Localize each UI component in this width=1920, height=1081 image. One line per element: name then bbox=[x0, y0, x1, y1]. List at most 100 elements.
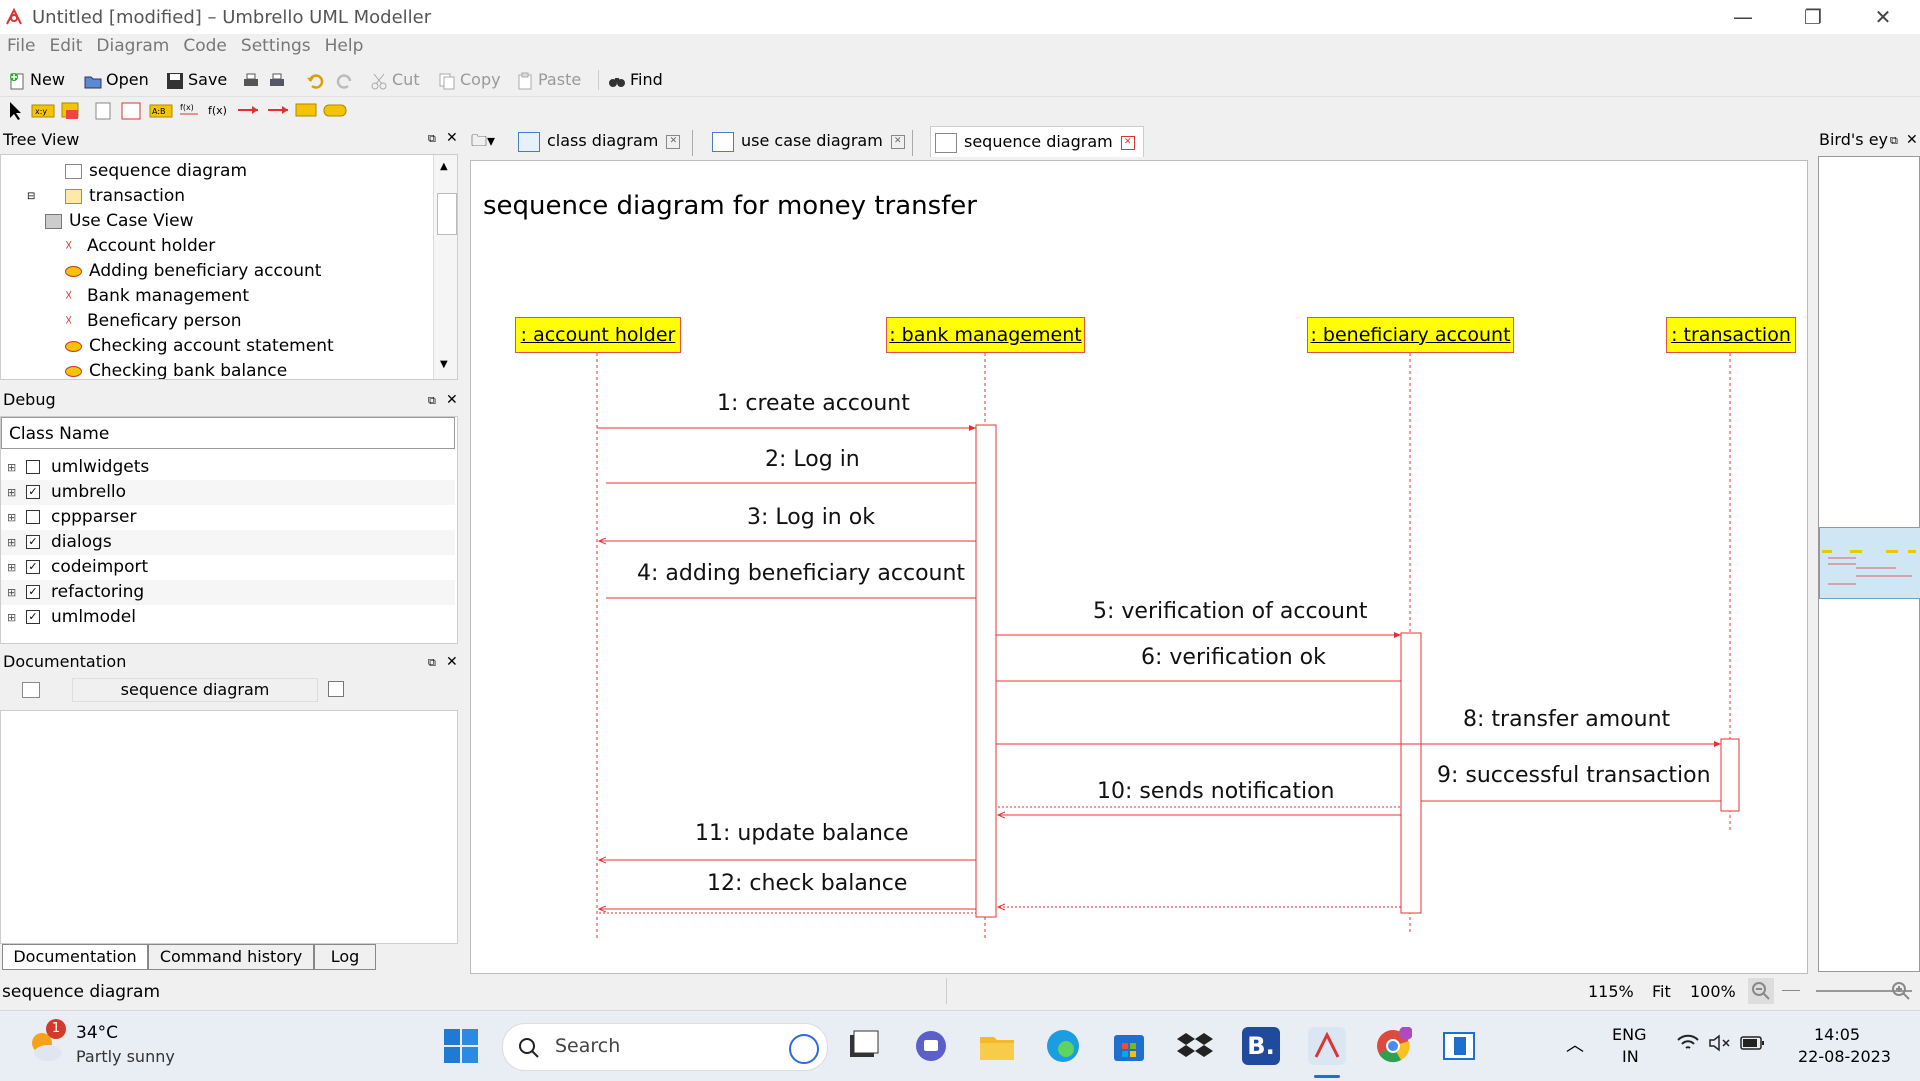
menu-edit[interactable]: Edit bbox=[49, 36, 83, 56]
zoom-100-button[interactable]: 100% bbox=[1690, 982, 1736, 1001]
debug-item[interactable]: ⊞cppparser bbox=[1, 505, 455, 530]
birds-eye-close-icon[interactable]: ✕ bbox=[1906, 132, 1918, 148]
restore-button[interactable]: ❐ bbox=[1804, 5, 1822, 29]
diagram-canvas[interactable]: sequence diagram for money transfer : ac… bbox=[470, 160, 1808, 974]
print-preview-button[interactable] bbox=[268, 68, 290, 92]
documentation-checkbox[interactable] bbox=[328, 681, 344, 697]
close-button[interactable]: ✕ bbox=[1874, 5, 1892, 29]
debug-item[interactable]: ⊞umlwidgets bbox=[1, 455, 455, 480]
tab-use-case-diagram[interactable]: use case diagram✕ bbox=[712, 126, 908, 156]
debug-close-icon[interactable]: ✕ bbox=[446, 392, 458, 408]
debug-item[interactable]: ⊞✓dialogs bbox=[1, 530, 455, 555]
message-label-2[interactable]: 2: Log in bbox=[765, 447, 860, 472]
message-label-3[interactable]: 3: Log in ok bbox=[747, 505, 875, 530]
paste-button[interactable]: Paste bbox=[516, 68, 581, 92]
zoom-out-button[interactable] bbox=[1748, 978, 1774, 1004]
close-tab-icon[interactable]: ✕ bbox=[1120, 135, 1135, 150]
object-transaction[interactable]: : transaction bbox=[1666, 317, 1796, 353]
tree-item-account-holder[interactable]: ☓Account holder bbox=[65, 234, 215, 258]
start-button[interactable] bbox=[442, 1027, 480, 1065]
cut-button[interactable]: Cut bbox=[370, 68, 420, 92]
debug-checkbox[interactable]: ✓ bbox=[26, 535, 40, 549]
expand-icon[interactable]: ⊞ bbox=[7, 511, 17, 524]
wifi-icon[interactable] bbox=[1676, 1033, 1700, 1057]
tab-sequence-diagram[interactable]: sequence diagram✕ bbox=[930, 126, 1144, 157]
tree-item-use-case-view[interactable]: Use Case View bbox=[45, 209, 194, 233]
class-name-header[interactable]: Class Name bbox=[1, 417, 455, 449]
menu-file[interactable]: File bbox=[7, 36, 36, 56]
tab-log[interactable]: Log bbox=[314, 944, 376, 970]
expand-icon[interactable]: ⊞ bbox=[7, 486, 17, 499]
bing-icon[interactable] bbox=[789, 1034, 819, 1064]
print-button[interactable] bbox=[242, 68, 264, 92]
find-button[interactable]: Find bbox=[608, 68, 663, 92]
new-diagram-tab-button[interactable]: 🗀▾ bbox=[468, 126, 498, 156]
debug-checkbox[interactable]: ✓ bbox=[26, 585, 40, 599]
message-label-9[interactable]: 9: successful transaction bbox=[1437, 763, 1711, 788]
expand-icon[interactable]: ⊞ bbox=[7, 586, 17, 599]
expand-icon[interactable]: ⊞ bbox=[7, 536, 17, 549]
debug-checkbox[interactable]: ✓ bbox=[26, 610, 40, 624]
umbrello-taskbar-icon[interactable] bbox=[1308, 1027, 1346, 1065]
message-label-8[interactable]: 8: transfer amount bbox=[1463, 707, 1671, 732]
message-label-4[interactable]: 4: adding beneficiary account bbox=[637, 561, 966, 586]
birds-eye-view[interactable] bbox=[1818, 156, 1920, 972]
close-tab-icon[interactable]: ✕ bbox=[890, 134, 905, 149]
zoom-slider[interactable] bbox=[1816, 990, 1912, 992]
clock-date[interactable]: 22-08-2023 bbox=[1798, 1047, 1891, 1066]
copy-button[interactable]: Copy bbox=[438, 68, 501, 92]
debug-checkbox[interactable]: ✓ bbox=[26, 485, 40, 499]
debug-item[interactable]: ⊞✓umbrello bbox=[1, 480, 455, 505]
debug-float-icon[interactable]: ⧉ bbox=[428, 394, 436, 407]
open-button[interactable]: Open bbox=[84, 68, 149, 92]
birds-eye-viewport[interactable] bbox=[1819, 527, 1920, 599]
message-label-11[interactable]: 11: update balance bbox=[695, 821, 909, 846]
debug-checkbox[interactable]: ✓ bbox=[26, 560, 40, 574]
minimize-button[interactable]: — bbox=[1733, 5, 1753, 29]
weather-icon[interactable] bbox=[26, 1025, 66, 1065]
chrome-icon[interactable] bbox=[1374, 1026, 1413, 1065]
debug-checkbox[interactable] bbox=[26, 510, 40, 524]
microsoft-store-icon[interactable] bbox=[1110, 1027, 1148, 1065]
menu-diagram[interactable]: Diagram bbox=[96, 36, 170, 56]
undo-button[interactable] bbox=[306, 68, 328, 92]
tree-view-close-icon[interactable]: ✕ bbox=[446, 130, 458, 146]
bbedit-icon[interactable]: B. bbox=[1242, 1027, 1280, 1065]
volume-muted-icon[interactable] bbox=[1708, 1033, 1732, 1057]
search-box[interactable]: Search bbox=[502, 1023, 828, 1071]
zoom-in-button[interactable] bbox=[1888, 978, 1914, 1004]
tree-item-checking-account-statement[interactable]: Checking account statement bbox=[65, 334, 334, 358]
close-tab-icon[interactable]: ✕ bbox=[666, 134, 681, 149]
dropbox-icon[interactable] bbox=[1176, 1027, 1214, 1065]
expand-icon[interactable]: ⊞ bbox=[7, 461, 17, 474]
teams-chat-icon[interactable] bbox=[912, 1027, 950, 1065]
tab-documentation[interactable]: Documentation bbox=[2, 944, 148, 970]
object-beneficiary-account[interactable]: : beneficiary account bbox=[1307, 317, 1514, 353]
menu-help[interactable]: Help bbox=[324, 36, 364, 56]
new-button[interactable]: New bbox=[8, 68, 65, 92]
documentation-textarea[interactable] bbox=[0, 710, 458, 944]
documentation-float-icon[interactable]: ⧉ bbox=[428, 656, 436, 669]
scroll-down-icon[interactable]: ▼ bbox=[440, 359, 448, 370]
expand-icon[interactable]: ⊞ bbox=[7, 611, 17, 624]
debug-item[interactable]: ⊞✓umlmodel bbox=[1, 605, 455, 630]
tab-command-history[interactable]: Command history bbox=[148, 944, 314, 970]
language-region[interactable]: IN bbox=[1622, 1047, 1639, 1066]
message-label-5[interactable]: 5: verification of account bbox=[1093, 599, 1368, 624]
message-label-1[interactable]: 1: create account bbox=[717, 391, 910, 416]
debug-item[interactable]: ⊞✓codeimport bbox=[1, 555, 455, 580]
object-account-holder[interactable]: : account holder bbox=[515, 317, 681, 353]
menu-settings[interactable]: Settings bbox=[240, 36, 311, 56]
clock-time[interactable]: 14:05 bbox=[1814, 1025, 1861, 1044]
collapse-icon[interactable]: ⊟ bbox=[27, 191, 36, 202]
scroll-up-icon[interactable]: ▲ bbox=[440, 161, 448, 172]
message-label-6[interactable]: 6: verification ok bbox=[1141, 645, 1326, 670]
tree-item-adding-beneficiary-account[interactable]: Adding beneficiary account bbox=[65, 259, 321, 283]
birds-eye-float-icon[interactable]: ⧉ bbox=[1890, 134, 1898, 147]
redo-button[interactable] bbox=[336, 68, 358, 92]
tree-item-beneficary-person[interactable]: ☓Beneficary person bbox=[65, 309, 242, 333]
message-label-12[interactable]: 12: check balance bbox=[707, 871, 908, 896]
message-label-10[interactable]: 10: sends notification bbox=[1097, 779, 1335, 804]
language-code[interactable]: ENG bbox=[1612, 1025, 1647, 1044]
task-view-icon[interactable] bbox=[844, 1027, 882, 1065]
